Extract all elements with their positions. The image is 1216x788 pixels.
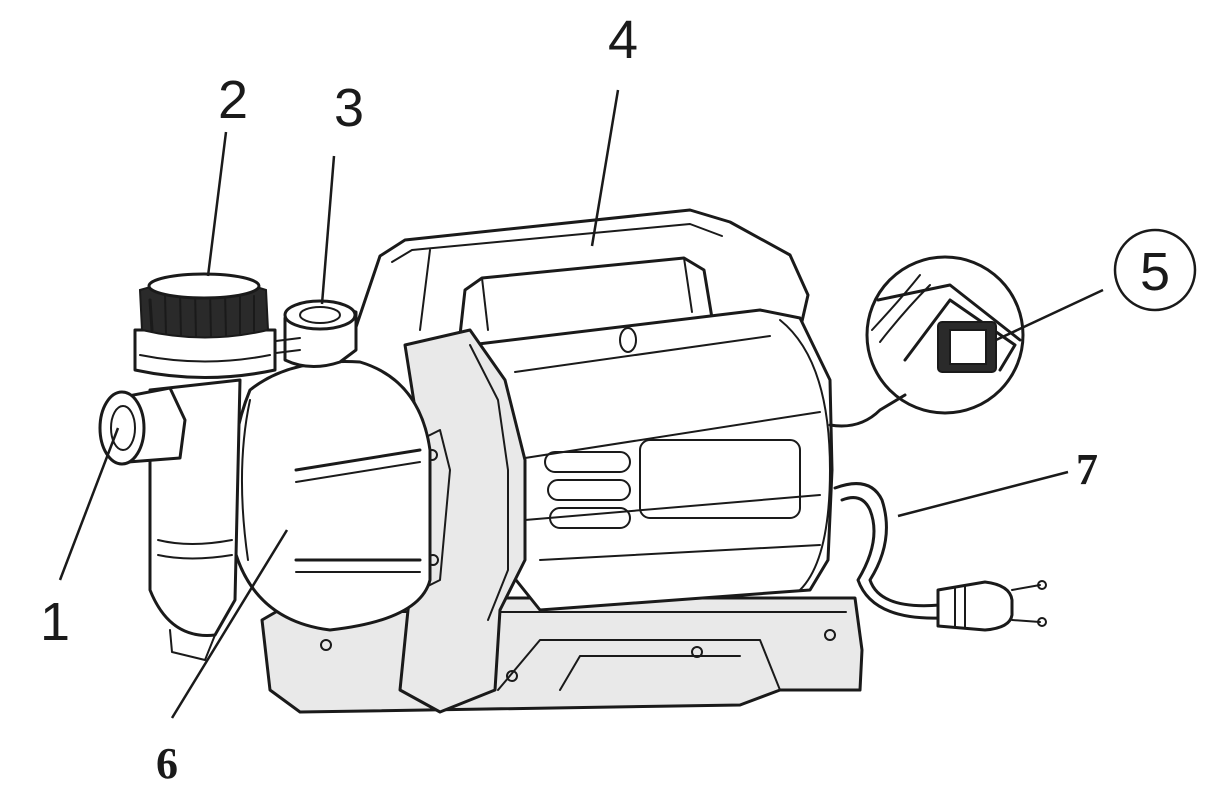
leader-5 [995, 288, 1104, 342]
callout-5: 5 [1140, 242, 1170, 302]
outlet-port [267, 299, 358, 368]
callout-5-circle [1113, 228, 1197, 312]
leader-6 [170, 529, 289, 719]
callout-6: 6 [156, 739, 178, 788]
power-cord [833, 482, 1047, 632]
leader-1 [58, 427, 120, 581]
pump-housing [228, 360, 432, 632]
leader-3 [320, 155, 336, 305]
leader-7 [897, 470, 1069, 518]
callout-3: 3 [334, 78, 364, 138]
callout-2: 2 [218, 70, 248, 130]
callout-4: 4 [608, 10, 638, 70]
filter-cap [138, 272, 270, 339]
motor-housing [468, 308, 834, 612]
inlet-port [98, 386, 187, 466]
switch-inset [828, 255, 1025, 428]
carry-handle [353, 208, 810, 337]
callout-7: 7 [1076, 445, 1098, 494]
callout-1: 1 [40, 592, 70, 652]
leader-2 [206, 131, 228, 277]
leader-4 [590, 89, 620, 247]
leader-lines [58, 89, 1104, 719]
